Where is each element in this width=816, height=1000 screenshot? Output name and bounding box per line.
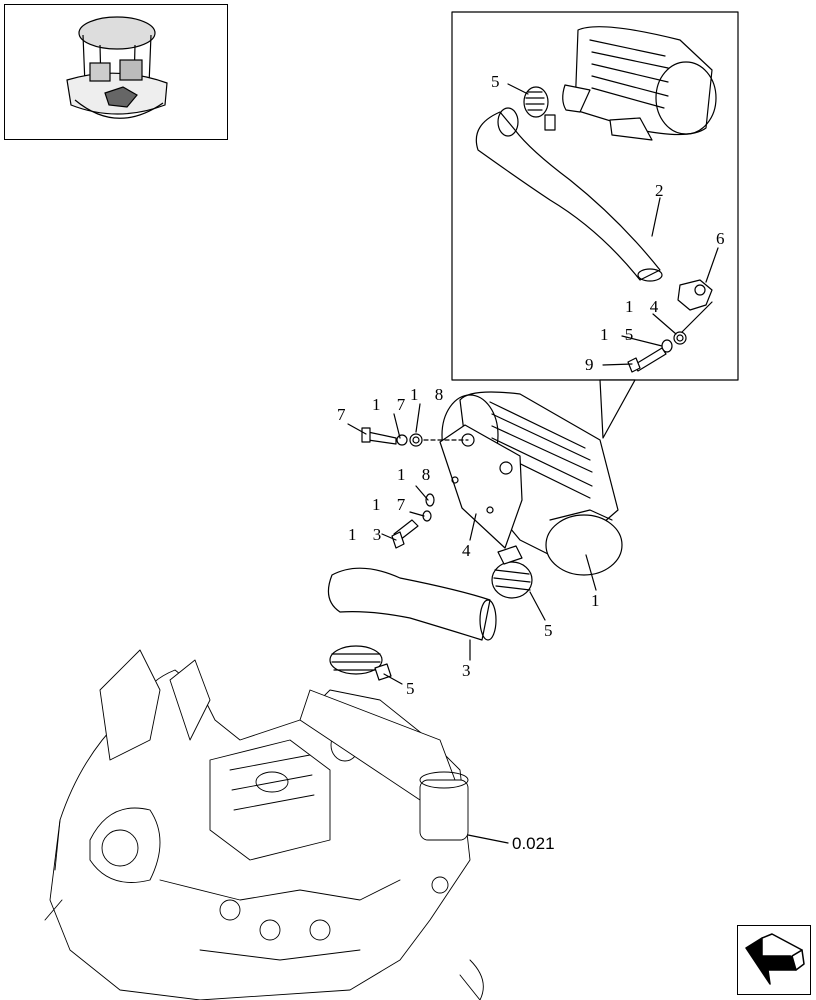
callout-6: 6 <box>716 229 731 248</box>
callout-15: 1 5 <box>600 325 639 344</box>
machine-thumbnail <box>4 4 228 140</box>
detail-frame <box>451 11 739 381</box>
detail-bracket <box>627 279 713 373</box>
callout-14: 1 4 <box>625 297 664 316</box>
callout-17-lower: 1 7 <box>372 495 411 514</box>
next-page-button[interactable] <box>737 925 811 995</box>
callout-5-detail: 5 <box>491 72 506 91</box>
hose-lower <box>327 567 497 641</box>
reference-label[interactable]: 0.021 <box>512 834 555 853</box>
callout-18-upper: 1 8 <box>410 385 449 404</box>
callout-5-right: 5 <box>544 621 559 640</box>
engine-illustration <box>44 649 484 1000</box>
reference-leader <box>467 834 509 844</box>
callout-5-lower: 5 <box>406 679 421 698</box>
fasteners <box>361 427 469 549</box>
clamp-right <box>491 545 533 599</box>
callout-18-lower: 1 8 <box>397 465 436 484</box>
callout-13: 1 3 <box>348 525 387 544</box>
next-page-arrow-icon <box>745 933 805 985</box>
detail-hose <box>475 107 663 282</box>
air-cleaner <box>441 391 623 576</box>
callout-3: 3 <box>462 661 477 680</box>
callout-9: 9 <box>585 355 600 374</box>
detail-clamp <box>523 86 556 131</box>
clamp-lower <box>329 645 392 681</box>
callout-1: 1 <box>591 591 606 610</box>
callout-17-upper: 1 7 <box>372 395 411 414</box>
detail-air-cleaner <box>562 26 717 141</box>
callout-7: 7 <box>337 405 352 424</box>
callout-4: 4 <box>462 541 477 560</box>
callout-2: 2 <box>655 181 670 200</box>
machine-overview-icon <box>66 16 168 119</box>
detail-pointer <box>599 379 636 439</box>
mounting-bracket <box>439 424 523 549</box>
